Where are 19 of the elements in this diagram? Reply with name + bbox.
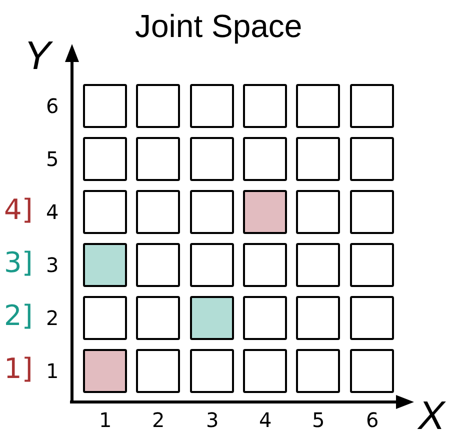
tick-label: 5 bbox=[312, 410, 325, 430]
tick-label: 6 bbox=[46, 96, 59, 116]
tick-label: 5 bbox=[46, 149, 59, 169]
tick-label: 3 bbox=[46, 255, 59, 275]
chart-title: Joint Space bbox=[135, 10, 302, 42]
axis-label: Y bbox=[24, 36, 51, 76]
tick-label: 4 bbox=[259, 410, 272, 430]
row-label: 1] bbox=[4, 355, 33, 383]
tick-label: 1 bbox=[46, 361, 59, 381]
row-label: 3] bbox=[4, 249, 33, 277]
axis-label: X bbox=[418, 396, 445, 435]
tick-label: 3 bbox=[206, 410, 219, 430]
tick-label: 2 bbox=[152, 410, 165, 430]
row-label: 4] bbox=[4, 196, 33, 224]
row-label: 2] bbox=[4, 302, 33, 330]
tick-label: 6 bbox=[366, 410, 379, 430]
tick-label: 2 bbox=[46, 308, 59, 328]
tick-label: 4 bbox=[46, 202, 59, 222]
tick-label: 1 bbox=[99, 410, 112, 430]
